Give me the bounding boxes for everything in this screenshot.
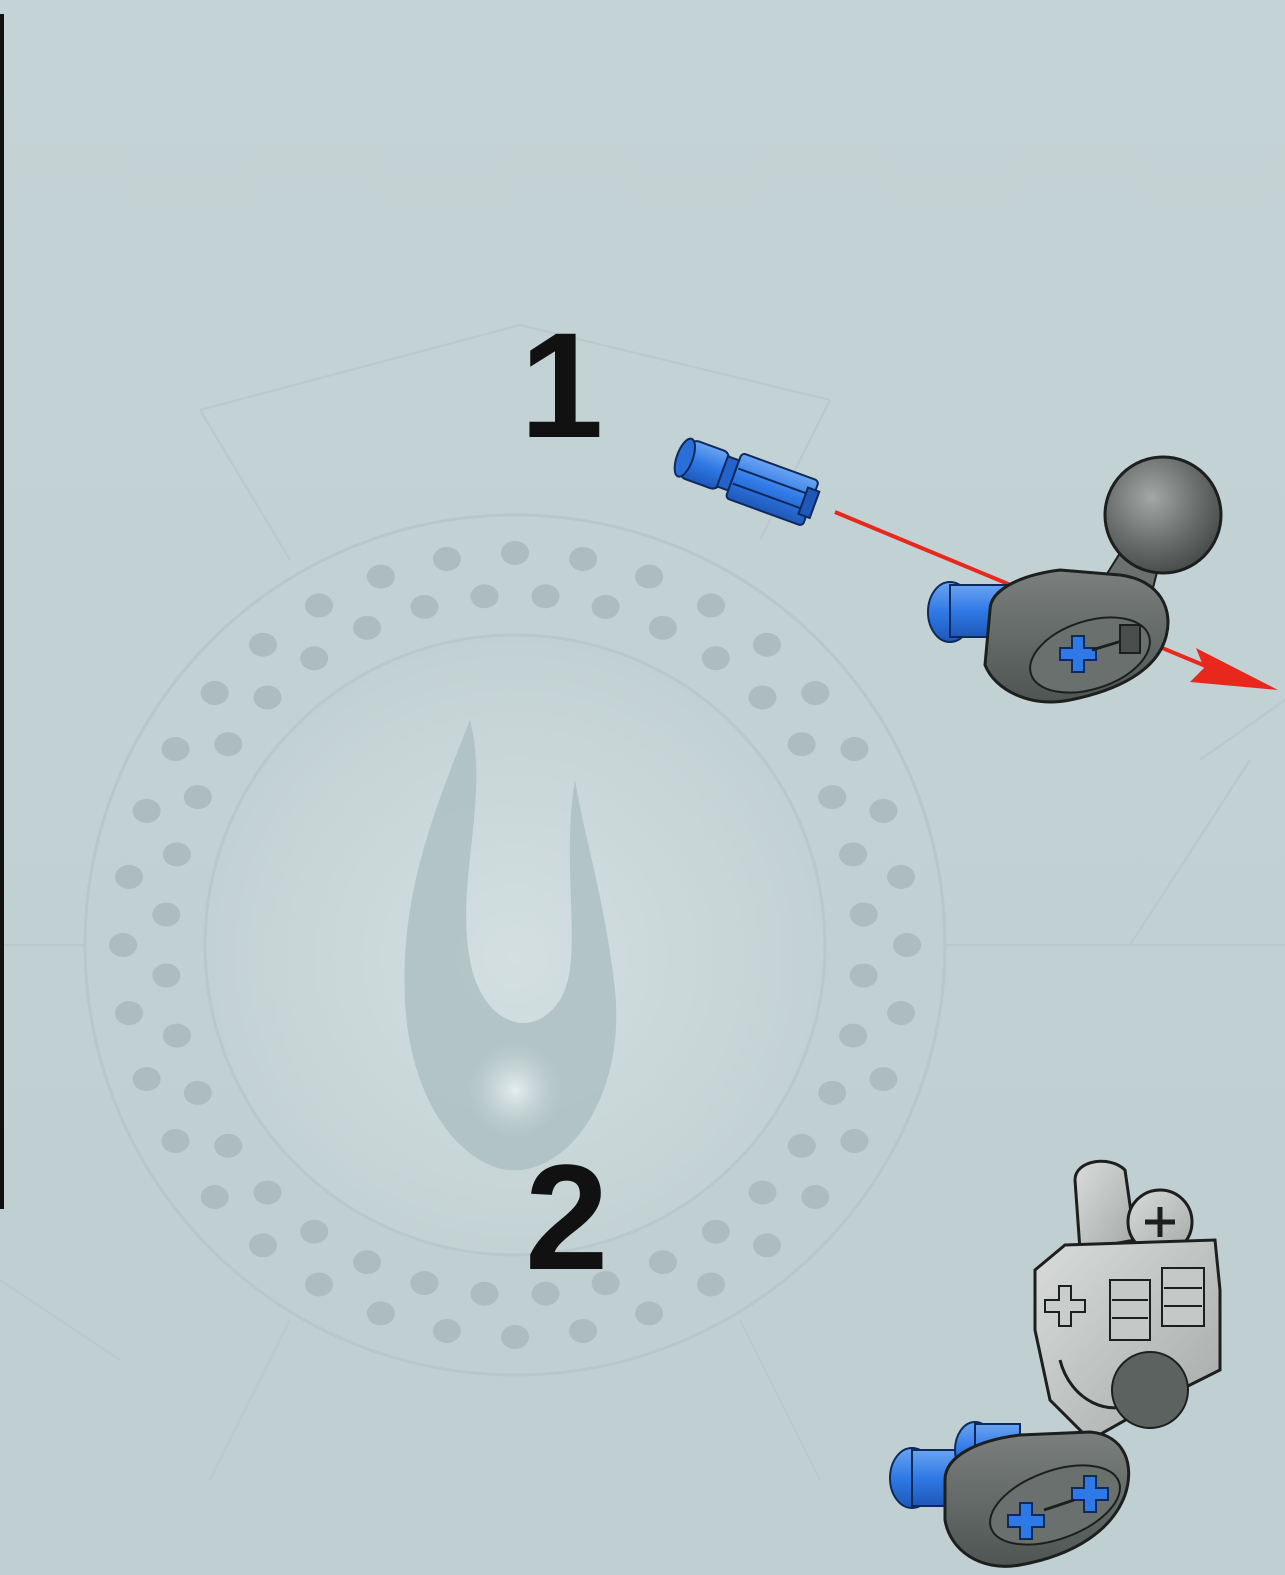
gray-ball-joint-connector-icon — [928, 457, 1221, 706]
blue-axle-pin-icon — [669, 432, 823, 527]
light-gray-hinge-connector-icon — [1035, 1161, 1220, 1440]
step-2-gray-beam-connector-icon — [945, 1432, 1131, 1566]
